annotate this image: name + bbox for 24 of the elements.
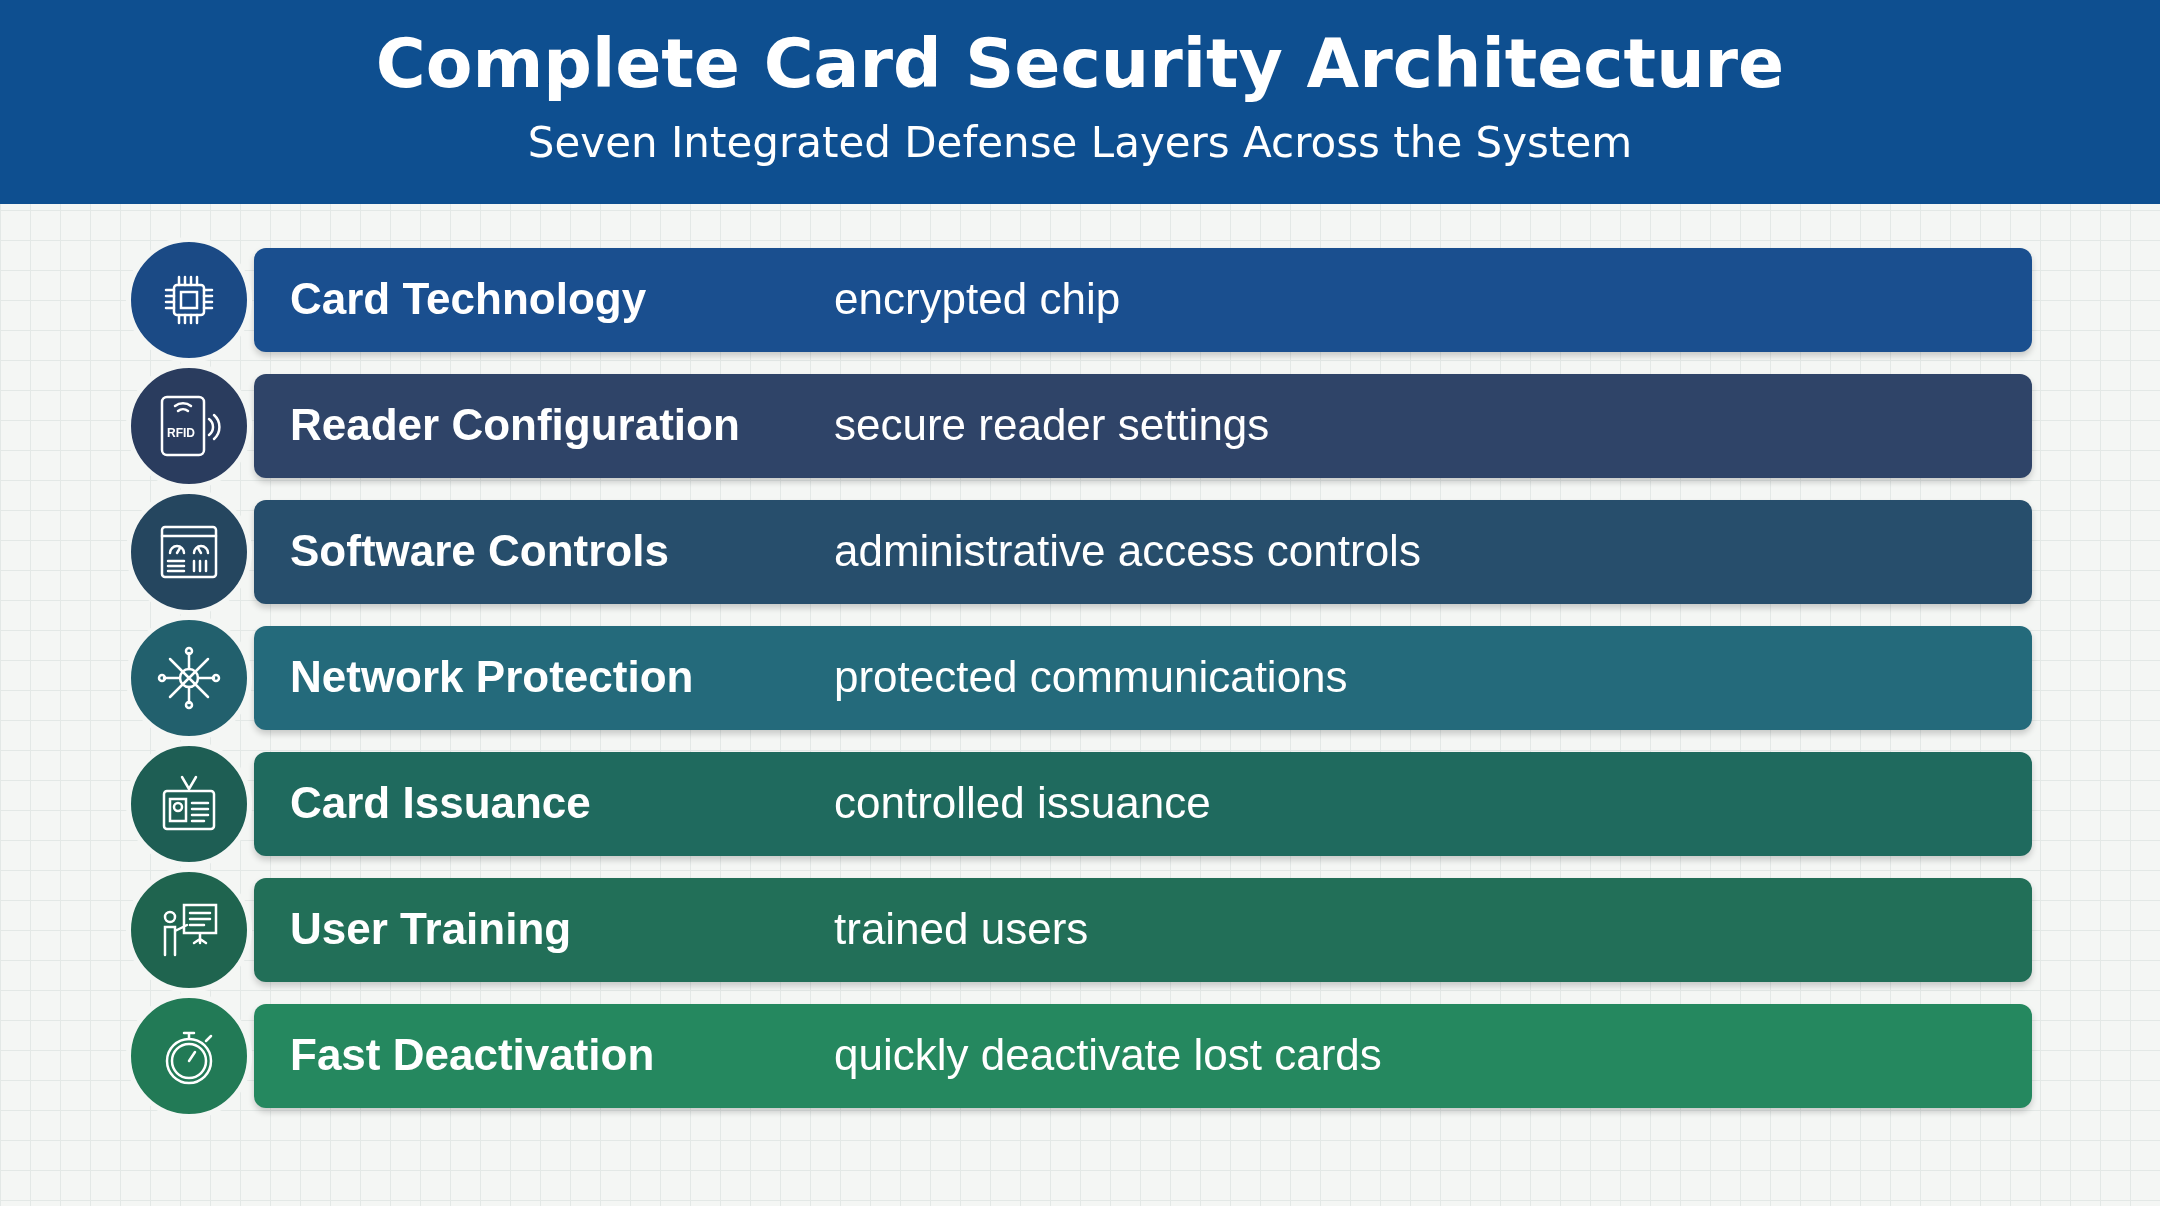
- layer-description: controlled issuance: [834, 778, 1211, 828]
- layer-bar: [254, 1004, 2032, 1108]
- layer-bar: [254, 500, 2032, 604]
- layer-bar: [254, 374, 2032, 478]
- layer-title: Card Issuance: [290, 778, 591, 828]
- layer-bar: [254, 248, 2032, 352]
- layer-bar: [254, 878, 2032, 982]
- layer-description: encrypted chip: [834, 274, 1121, 324]
- layer-title: User Training: [290, 904, 572, 954]
- layer-title: Fast Deactivation: [290, 1030, 655, 1080]
- layer-title: Reader Configuration: [290, 400, 740, 450]
- layer-title: Network Protection: [290, 652, 694, 702]
- layer-description: administrative access controls: [834, 526, 1421, 576]
- layer-description: quickly deactivate lost cards: [834, 1030, 1382, 1080]
- layer-description: secure reader settings: [834, 400, 1270, 450]
- layer-title: Card Technology: [290, 274, 647, 324]
- layer-description: protected communications: [834, 652, 1348, 702]
- icon-label: RFID: [167, 426, 195, 440]
- title: Complete Card Security Architecture: [374, 24, 1786, 103]
- layer-bar: [254, 626, 2032, 730]
- layer-bar: [254, 752, 2032, 856]
- layer-description: trained users: [834, 904, 1089, 954]
- subtitle: Seven Integrated Defense Layers Across the System: [526, 118, 1634, 167]
- layer-title: Software Controls: [290, 526, 669, 576]
